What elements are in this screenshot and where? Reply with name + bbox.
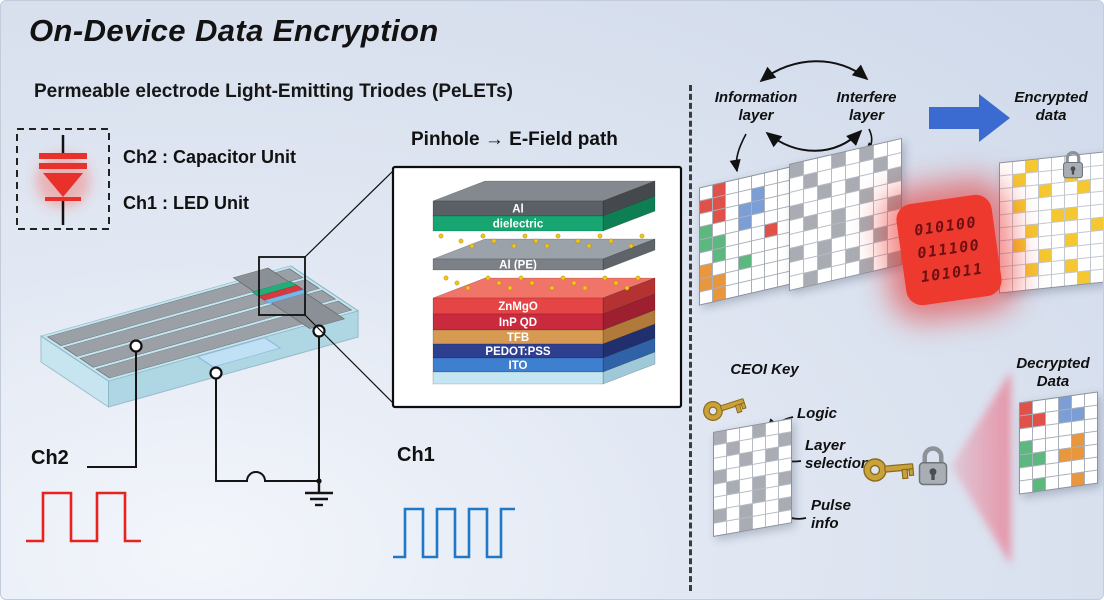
- binary-code: 010100 011100 101011: [913, 213, 985, 286]
- ch2-waveform: [26, 491, 141, 543]
- binary-code-glow: 010100 011100 101011: [894, 192, 1004, 308]
- device-illustration: [39, 265, 360, 507]
- pinhole-label: Pinhole → E-Field path: [411, 129, 618, 150]
- ceoi-key-label: CEOI Key: [730, 361, 799, 378]
- svg-text:Al (PE): Al (PE): [499, 260, 537, 272]
- legend-ch1-label: Ch1 : LED Unit: [123, 193, 249, 213]
- ceoi-key-grid: [713, 418, 792, 537]
- svg-text:PEDOT:PSS: PEDOT:PSS: [485, 346, 551, 358]
- decrypt-lock-icon: [918, 446, 948, 486]
- information-layer-label: Information layer: [714, 89, 798, 124]
- information-layer-grid: [699, 166, 791, 306]
- page-title: On-Device Data Encryption: [29, 13, 439, 48]
- circuit-symbol: [16, 128, 110, 230]
- svg-text:ITO: ITO: [509, 360, 528, 372]
- svg-text:ZnMgO: ZnMgO: [498, 301, 538, 313]
- layer-stack: Al dielectric Al (PE) ZnMgO InP QD TFB PEDOT:P…: [432, 180, 656, 385]
- interfere-layer-label: Interfere layer: [836, 89, 897, 124]
- ch1-waveform: [393, 507, 515, 559]
- decrypted-data-grid: [1019, 391, 1098, 495]
- subtitle: Permeable electrode Light-Emitting Triod…: [34, 81, 513, 102]
- svg-text:dielectric: dielectric: [493, 219, 544, 231]
- ch2-wave-label: Ch2: [31, 447, 69, 469]
- ch1-wave-label: Ch1: [397, 444, 435, 466]
- flow-arrow: [929, 94, 1010, 142]
- svg-text:Al: Al: [512, 204, 524, 216]
- magnifier-callout: [258, 170, 394, 404]
- decryption-beam: [951, 371, 1011, 565]
- layer-selection-label: Layer selection: [805, 437, 871, 472]
- section-divider: [689, 85, 692, 591]
- decrypted-data-label: Decrypted Data: [1016, 355, 1090, 390]
- encrypted-data-label: Encrypted data: [1014, 89, 1088, 124]
- svg-text:InP QD: InP QD: [499, 317, 537, 329]
- pulse-info-label: Pulse info: [811, 497, 852, 532]
- ceoi-key-icon: [703, 398, 747, 421]
- svg-text:TFB: TFB: [507, 332, 529, 344]
- logic-label: Logic: [797, 405, 837, 422]
- encrypted-data-grid: [999, 151, 1103, 294]
- stack-box: [391, 165, 683, 409]
- interfere-layer-grid: [789, 137, 902, 292]
- legend-ch2-label: Ch2 : Capacitor Unit: [123, 147, 297, 167]
- ground-symbol: [305, 481, 333, 507]
